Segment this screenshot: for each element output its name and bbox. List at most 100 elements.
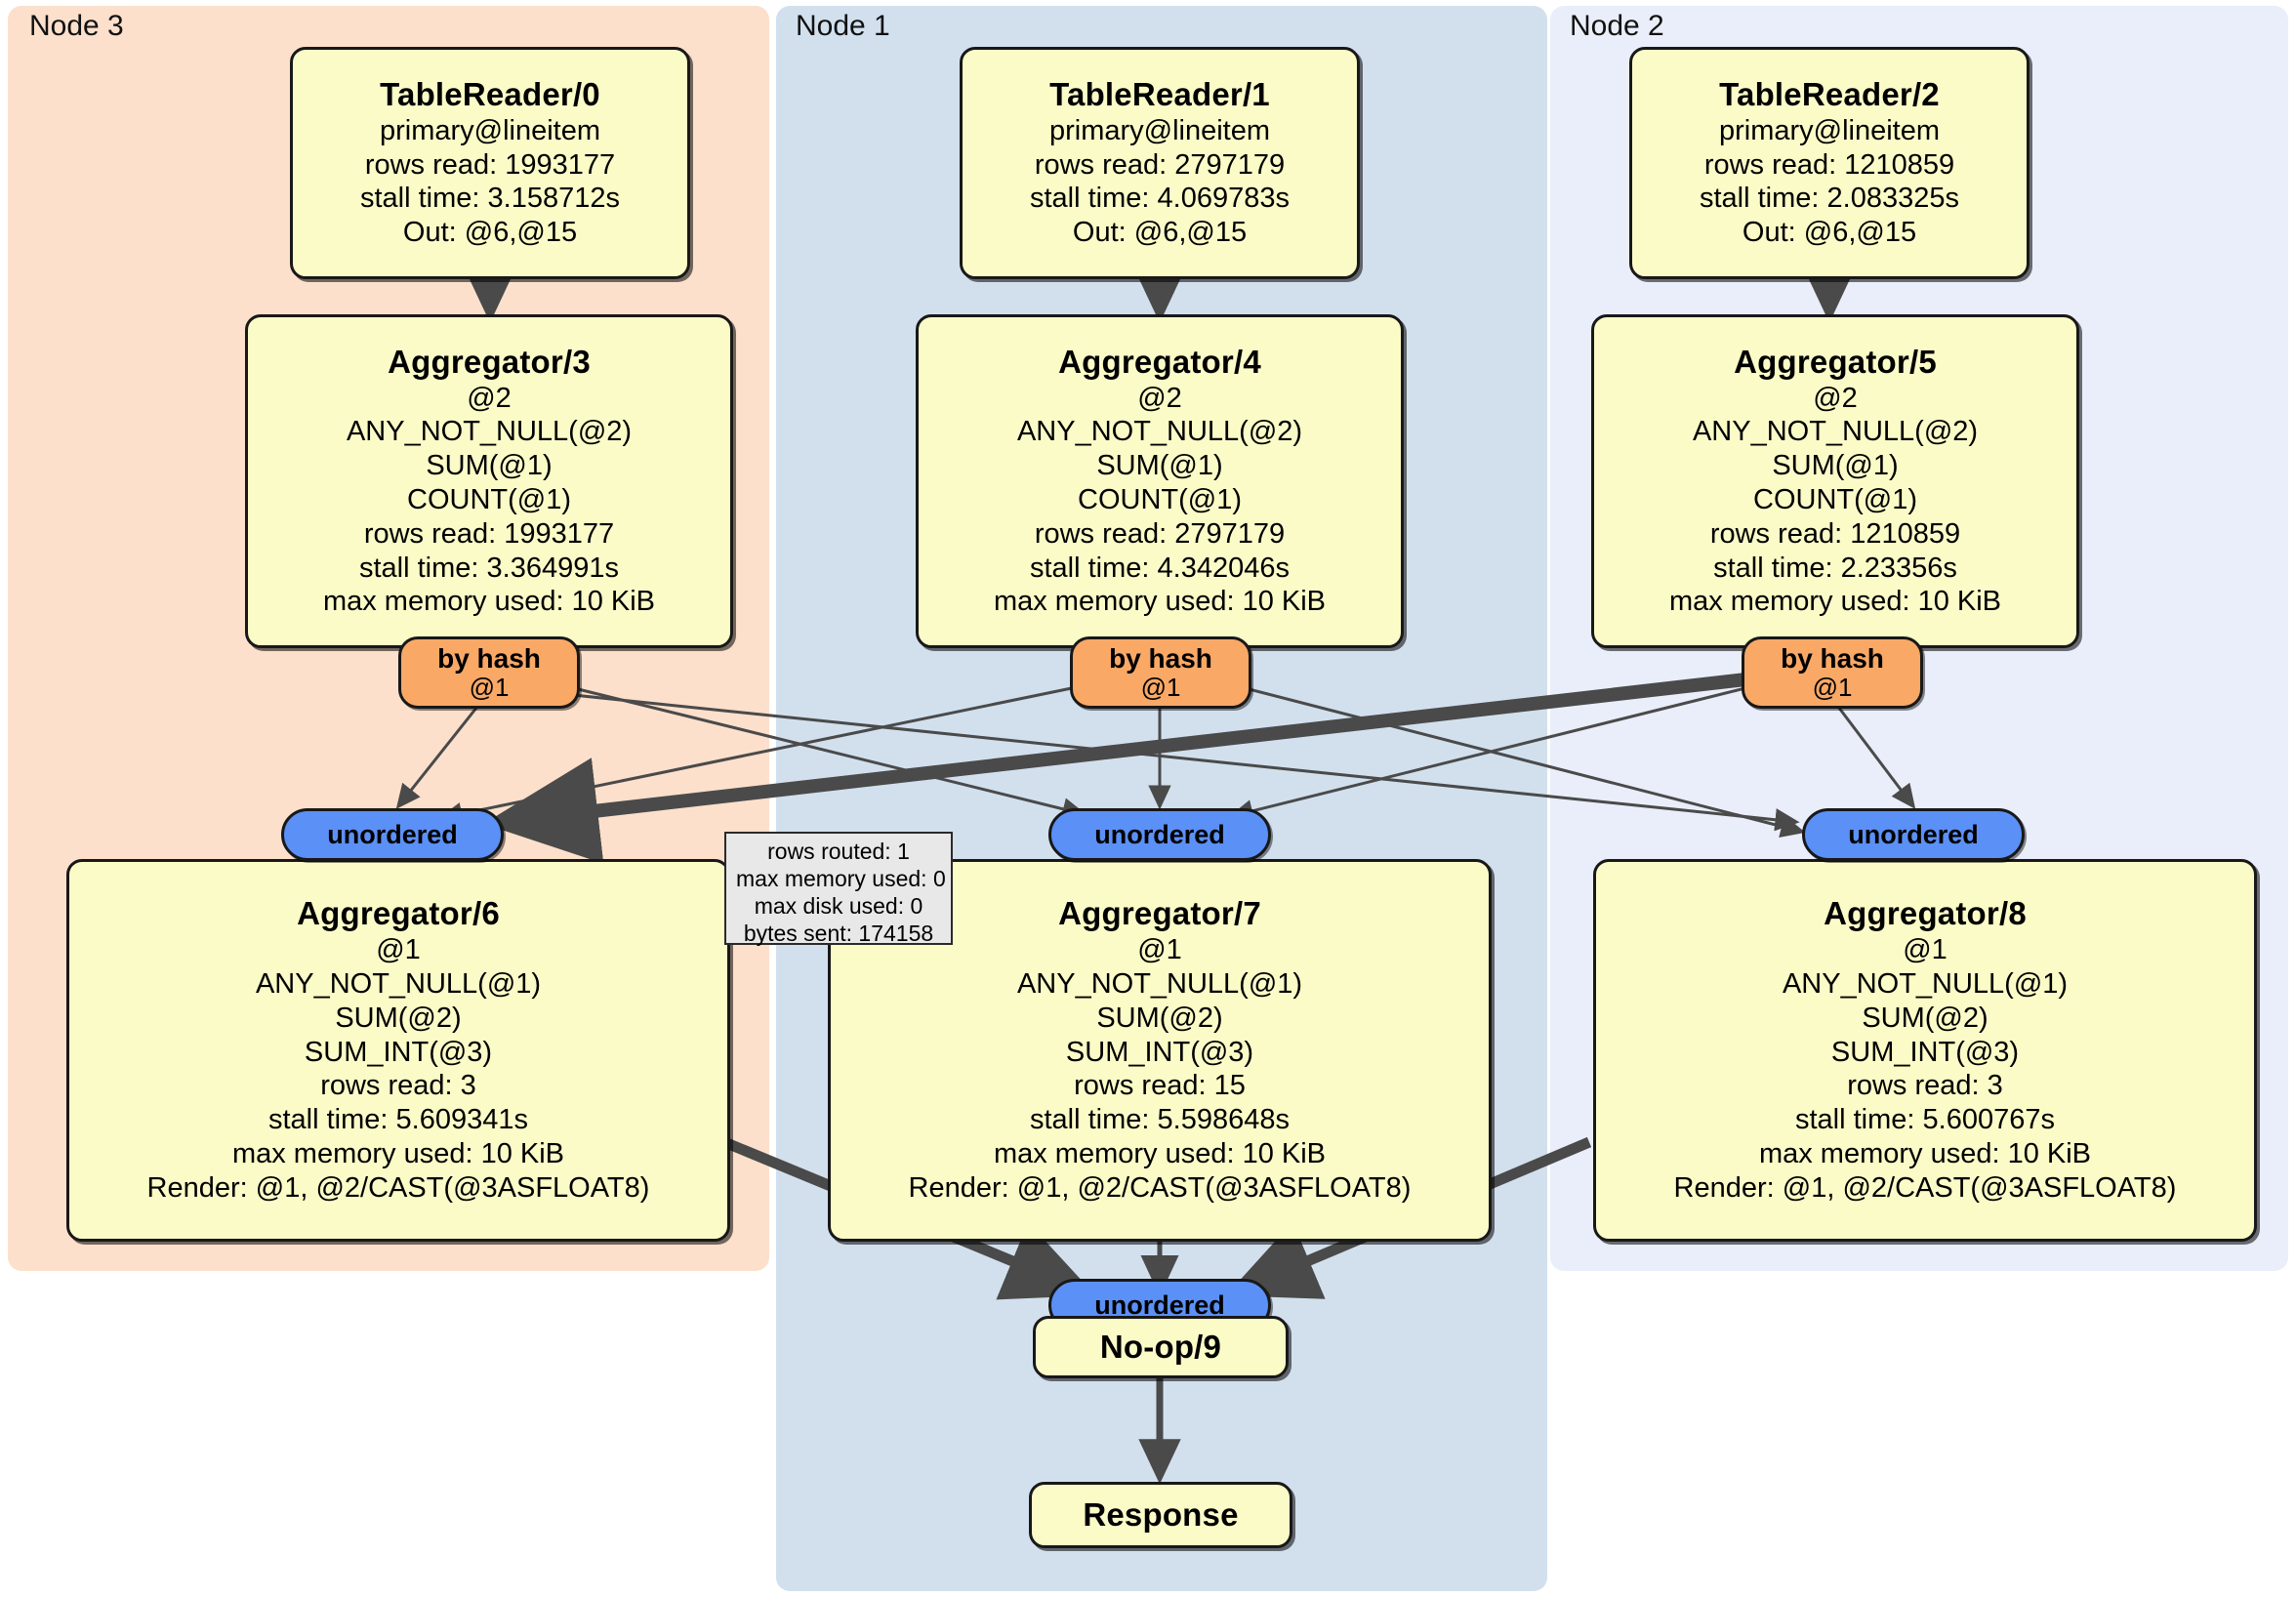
processor-detail: stall time: 4.069783s <box>1030 183 1290 215</box>
processor-detail: stall time: 5.609341s <box>268 1104 528 1136</box>
processor-detail: max memory used: 10 KiB <box>993 1138 1327 1170</box>
stream-stat: max memory used: 0 <box>736 866 946 892</box>
processor-title: TableReader/1 <box>1049 75 1270 112</box>
processor-aggregator-3[interactable]: Aggregator/3 @2 ANY_NOT_NULL(@2) SUM(@1)… <box>245 314 733 648</box>
processor-detail: max memory used: 10 KiB <box>1758 1138 2092 1170</box>
processor-detail: @1 <box>1137 934 1182 966</box>
hash-router-type: by hash <box>437 642 541 674</box>
processor-detail: COUNT(@1) <box>1078 484 1242 516</box>
processor-detail: SUM_INT(@3) <box>1830 1036 2020 1068</box>
processor-detail: primary@lineitem <box>379 114 601 146</box>
processor-detail: SUM(@2) <box>1096 1002 1223 1034</box>
processor-detail: max memory used: 10 KiB <box>322 586 656 618</box>
stream-stat: bytes sent: 174158 <box>743 921 934 947</box>
processor-detail: stall time: 3.364991s <box>359 552 619 584</box>
processor-detail: SUM_INT(@3) <box>304 1036 493 1068</box>
processor-title: Response <box>1083 1495 1239 1533</box>
cluster-node-3-label: Node 3 <box>29 10 124 42</box>
processor-detail: rows read: 1210859 <box>1703 148 1955 181</box>
processor-title: No-op/9 <box>1099 1328 1222 1365</box>
synchronizer-label: unordered <box>1094 1290 1225 1320</box>
processor-detail: max memory used: 10 KiB <box>1668 586 2002 618</box>
processor-detail: SUM(@1) <box>1772 450 1899 482</box>
processor-aggregator-5[interactable]: Aggregator/5 @2 ANY_NOT_NULL(@2) SUM(@1)… <box>1591 314 2079 648</box>
hash-router-column: @1 <box>1140 673 1181 703</box>
processor-detail: @2 <box>467 382 512 414</box>
processor-detail: COUNT(@1) <box>407 484 571 516</box>
processor-detail: ANY_NOT_NULL(@1) <box>255 968 542 1001</box>
processor-detail: Render: @1, @2/CAST(@3ASFLOAT8) <box>1673 1171 2177 1204</box>
cluster-node-1-label: Node 1 <box>796 10 890 42</box>
processor-aggregator-8[interactable]: Aggregator/8 @1 ANY_NOT_NULL(@1) SUM(@2)… <box>1593 859 2257 1242</box>
processor-detail: stall time: 4.342046s <box>1030 552 1290 584</box>
processor-detail: stall time: 2.23356s <box>1713 552 1957 584</box>
processor-detail: @1 <box>1903 934 1948 966</box>
processor-title: TableReader/2 <box>1719 75 1940 112</box>
processor-aggregator-6[interactable]: Aggregator/6 @1 ANY_NOT_NULL(@1) SUM(@2)… <box>66 859 730 1242</box>
hash-router-right[interactable]: by hash @1 <box>1742 636 1923 709</box>
processor-detail: rows read: 1993177 <box>364 148 616 181</box>
synchronizer-label: unordered <box>327 819 458 849</box>
synchronizer-center[interactable]: unordered <box>1048 808 1271 861</box>
processor-detail: rows read: 2797179 <box>1034 517 1286 550</box>
synchronizer-right[interactable]: unordered <box>1802 808 2025 861</box>
processor-title: Aggregator/4 <box>1058 343 1261 380</box>
processor-table-reader-1[interactable]: TableReader/1 primary@lineitem rows read… <box>960 47 1360 279</box>
processor-detail: Render: @1, @2/CAST(@3ASFLOAT8) <box>146 1171 650 1204</box>
hash-router-center[interactable]: by hash @1 <box>1070 636 1251 709</box>
hash-router-type: by hash <box>1781 642 1884 674</box>
processor-detail: max memory used: 10 KiB <box>231 1138 565 1170</box>
processor-detail: Render: @1, @2/CAST(@3ASFLOAT8) <box>908 1171 1412 1204</box>
processor-detail: @2 <box>1813 382 1858 414</box>
processor-detail: SUM(@1) <box>426 450 553 482</box>
stream-stat: rows routed: 1 <box>767 839 910 864</box>
processor-noop-9[interactable]: No-op/9 <box>1033 1316 1289 1378</box>
processor-detail: rows read: 1210859 <box>1709 517 1961 550</box>
processor-detail: ANY_NOT_NULL(@2) <box>1692 416 1979 448</box>
processor-detail: rows read: 3 <box>1847 1070 2003 1102</box>
processor-detail: rows read: 15 <box>1074 1070 1246 1102</box>
processor-detail: ANY_NOT_NULL(@2) <box>346 416 633 448</box>
processor-detail: SUM(@2) <box>1862 1002 1988 1034</box>
cluster-node-2-label: Node 2 <box>1570 10 1664 42</box>
synchronizer-label: unordered <box>1848 819 1979 849</box>
processor-detail: SUM(@1) <box>1096 450 1223 482</box>
processor-title: Aggregator/7 <box>1058 895 1261 932</box>
processor-table-reader-0[interactable]: TableReader/0 primary@lineitem rows read… <box>290 47 690 279</box>
processor-detail: rows read: 2797179 <box>1034 148 1286 181</box>
processor-detail: primary@lineitem <box>1048 114 1271 146</box>
processor-aggregator-4[interactable]: Aggregator/4 @2 ANY_NOT_NULL(@2) SUM(@1)… <box>916 314 1404 648</box>
processor-detail: Out: @6,@15 <box>1742 217 1917 249</box>
processor-response[interactable]: Response <box>1029 1482 1292 1548</box>
hash-router-column: @1 <box>1812 673 1853 703</box>
processor-title: Aggregator/5 <box>1734 343 1937 380</box>
processor-detail: primary@lineitem <box>1718 114 1941 146</box>
processor-detail: max memory used: 10 KiB <box>993 586 1327 618</box>
processor-detail: COUNT(@1) <box>1753 484 1917 516</box>
processor-detail: Out: @6,@15 <box>402 217 578 249</box>
stream-stats-box[interactable]: rows routed: 1 max memory used: 0 max di… <box>724 832 953 947</box>
processor-title: Aggregator/6 <box>297 895 500 932</box>
processor-detail: @2 <box>1137 382 1182 414</box>
processor-detail: ANY_NOT_NULL(@1) <box>1782 968 2069 1001</box>
processor-detail: SUM_INT(@3) <box>1065 1036 1254 1068</box>
processor-detail: stall time: 3.158712s <box>360 183 620 215</box>
synchronizer-label: unordered <box>1094 819 1225 849</box>
hash-router-type: by hash <box>1109 642 1212 674</box>
processor-title: TableReader/0 <box>380 75 600 112</box>
processor-detail: Out: @6,@15 <box>1072 217 1248 249</box>
processor-detail: stall time: 5.598648s <box>1030 1104 1290 1136</box>
processor-detail: SUM(@2) <box>335 1002 462 1034</box>
processor-table-reader-2[interactable]: TableReader/2 primary@lineitem rows read… <box>1629 47 2030 279</box>
processor-detail: @1 <box>376 934 421 966</box>
processor-detail: ANY_NOT_NULL(@1) <box>1016 968 1303 1001</box>
processor-detail: rows read: 3 <box>320 1070 476 1102</box>
processor-title: Aggregator/8 <box>1824 895 2027 932</box>
processor-title: Aggregator/3 <box>388 343 591 380</box>
processor-detail: rows read: 1993177 <box>363 517 615 550</box>
hash-router-left[interactable]: by hash @1 <box>398 636 580 709</box>
processor-detail: ANY_NOT_NULL(@2) <box>1016 416 1303 448</box>
processor-detail: stall time: 2.083325s <box>1700 183 1959 215</box>
synchronizer-left[interactable]: unordered <box>281 808 504 861</box>
